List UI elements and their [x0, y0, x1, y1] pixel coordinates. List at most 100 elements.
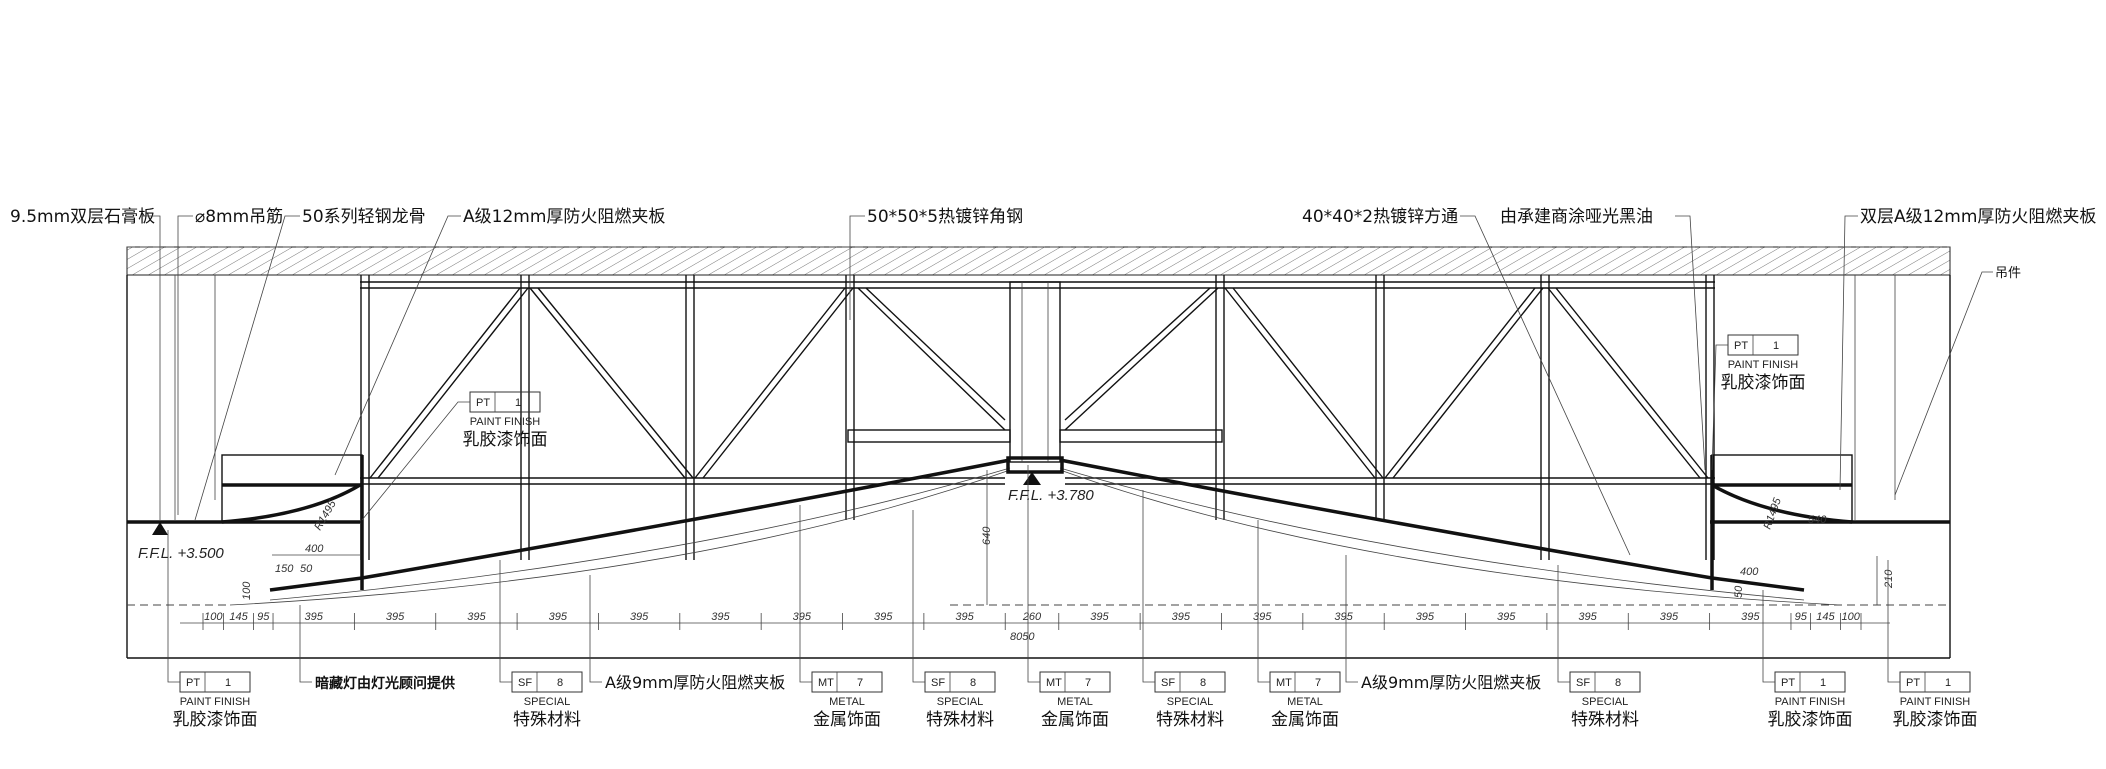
tag-code: PT	[1906, 677, 1920, 689]
dim-150: 150	[275, 563, 294, 575]
dim-210: 210	[1883, 569, 1895, 589]
dim-segment-label: 395	[1416, 611, 1435, 623]
dim-segment-label: 395	[630, 611, 649, 623]
concrete-slab	[126, 246, 1951, 276]
tag-chinese: 特殊材料	[1571, 710, 1639, 730]
dim-segment-label: 395	[1334, 611, 1353, 623]
tag-number: 1	[1820, 677, 1826, 689]
dim-400-right: 400	[1740, 566, 1759, 578]
tag-chinese: 乳胶漆饰面	[173, 710, 258, 730]
dim-total: 8050	[1010, 631, 1035, 643]
dim-400-left: 400	[305, 543, 324, 555]
tag-number: 1	[1945, 677, 1951, 689]
tag-english: PAINT FINISH	[470, 416, 541, 428]
dim-segment-label: 395	[1172, 611, 1191, 623]
tag-code: PT	[186, 677, 200, 689]
tag-chinese: 乳胶漆饰面	[463, 430, 548, 450]
right-light-trough	[1710, 275, 1896, 592]
tag-english: METAL	[829, 696, 865, 708]
tag-number: 1	[515, 397, 521, 409]
dim-segment-label: 395	[467, 611, 486, 623]
level-center-text: F.F.L. +3.780	[1008, 487, 1094, 504]
tag-english: PAINT FINISH	[1728, 359, 1799, 371]
dim-540: 540	[1808, 514, 1827, 526]
tag-english: SPECIAL	[937, 696, 983, 708]
level-marker-center: F.F.L. +3.780	[1008, 472, 1094, 504]
dim-50-right: 50	[1733, 585, 1745, 598]
tag-code: SF	[518, 677, 532, 689]
note-fire-board-9-left: A级9mm厚防火阻燃夹板	[605, 673, 785, 692]
tag-number: 8	[1200, 677, 1206, 689]
tag-number: 8	[557, 677, 563, 689]
dim-segment-label: 260	[1022, 611, 1042, 623]
tag-chinese: 乳胶漆饰面	[1768, 710, 1853, 730]
tag-english: METAL	[1057, 696, 1093, 708]
dim-segment-label: 395	[955, 611, 974, 623]
tag-chinese: 乳胶漆饰面	[1721, 373, 1806, 393]
tag-english: METAL	[1287, 696, 1323, 708]
tag-code: SF	[931, 677, 945, 689]
level-left-text: F.F.L. +3.500	[138, 545, 224, 562]
tag-english: SPECIAL	[1582, 696, 1628, 708]
tag-chinese: 金属饰面	[1041, 710, 1109, 730]
dim-segment-label: 145	[1816, 611, 1835, 623]
dim-segment-label: 100	[204, 611, 223, 623]
dim-50: 50	[300, 563, 313, 575]
dim-segment-label: 145	[229, 611, 248, 623]
label-square-tube: 40*40*2热镀锌方通	[1302, 207, 1458, 227]
level-marker-left: F.F.L. +3.500	[138, 522, 224, 562]
tag-english: PAINT FINISH	[1900, 696, 1971, 708]
tag-code: PT	[1781, 677, 1795, 689]
dim-segment-label: 395	[711, 611, 730, 623]
tag-code: SF	[1576, 677, 1590, 689]
dim-segment-label: 395	[1660, 611, 1679, 623]
tag-english: PAINT FINISH	[180, 696, 251, 708]
tag-code: SF	[1161, 677, 1175, 689]
note-hidden-light: 暗藏灯由灯光顾问提供	[315, 675, 455, 692]
label-steel-keel: 50系列轻钢龙骨	[302, 207, 426, 227]
bottom-notes: 暗藏灯由灯光顾问提供 A级9mm厚防火阻燃夹板 A级9mm厚防火阻燃夹板	[299, 555, 1541, 692]
section-outline	[126, 275, 1951, 659]
label-black-paint: 由承建商涂哑光黑油	[1500, 207, 1653, 227]
tag-number: 7	[1315, 677, 1321, 689]
tag-number: 8	[970, 677, 976, 689]
curved-soffit	[127, 456, 1950, 606]
dim-segment-label: 395	[874, 611, 893, 623]
steel-truss	[360, 275, 1715, 560]
tag-chinese: 金属饰面	[813, 710, 881, 730]
dim-segment-label: 95	[1795, 611, 1808, 623]
dim-segment-label: 395	[1090, 611, 1109, 623]
dim-segment-label: 395	[1497, 611, 1516, 623]
label-fire-board-12: A级12mm厚防火阻燃夹板	[463, 207, 665, 227]
tag-code: MT	[1276, 677, 1292, 689]
label-double-fire-board: 双层A级12mm厚防火阻燃夹板	[1860, 207, 2096, 227]
dim-segment-label: 395	[386, 611, 405, 623]
tag-number: 7	[857, 677, 863, 689]
tag-code: MT	[818, 677, 834, 689]
left-light-trough	[174, 275, 364, 592]
label-gypsum-board: 9.5mm双层石膏板	[10, 206, 155, 227]
tag-number: 1	[225, 677, 231, 689]
tag-code: MT	[1046, 677, 1062, 689]
dim-segment-label: 395	[305, 611, 324, 623]
tag-english: PAINT FINISH	[1775, 696, 1846, 708]
dim-segment-label: 395	[1253, 611, 1272, 623]
tag-number: 7	[1085, 677, 1091, 689]
tag-code: PT	[476, 397, 490, 409]
dim-segment-label: 395	[793, 611, 812, 623]
top-annotations: 9.5mm双层石膏板 ⌀8mm吊筋 50系列轻钢龙骨 A级12mm厚防火阻燃夹板…	[10, 206, 2096, 556]
tag-chinese: 特殊材料	[1156, 710, 1224, 730]
tag-chinese: 乳胶漆饰面	[1893, 710, 1978, 730]
tag-chinese: 特殊材料	[513, 710, 581, 730]
note-fire-board-9-right: A级9mm厚防火阻燃夹板	[1361, 673, 1541, 692]
tag-chinese: 特殊材料	[926, 710, 994, 730]
